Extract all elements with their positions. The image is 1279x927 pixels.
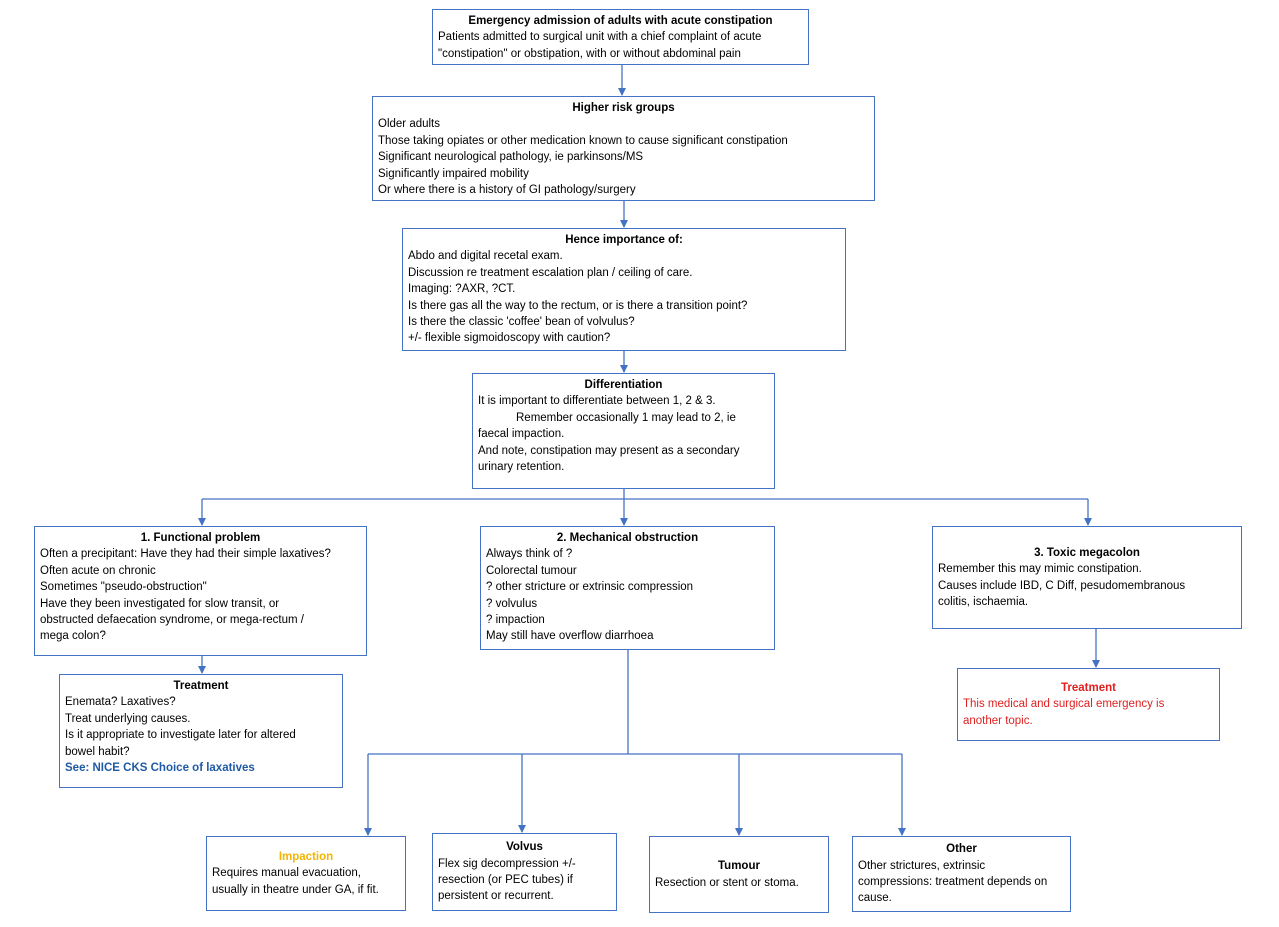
functional-problem-line: Often acute on chronic [40, 564, 156, 577]
mechanical-obstruction-line: May still have overflow diarrhoea [486, 630, 654, 643]
toxic-megacolon-box: 3. Toxic megacolon Remember this may mim… [932, 526, 1242, 629]
toxic-megacolon-line: Remember this may mimic constipation. [938, 563, 1142, 576]
mechanical-obstruction-line: Colorectal tumour [486, 564, 577, 577]
mechanical-obstruction-line: ? other stricture or extrinsic compressi… [486, 581, 694, 594]
other-box: Other Other strictures, extrinsic compre… [852, 836, 1071, 912]
differentiation-line: It is important to differentiate between… [478, 395, 716, 408]
risk-groups-title: Higher risk groups [572, 102, 675, 114]
functional-problem-line: mega colon? [40, 630, 106, 643]
volvulus-line: Flex sig decompression +/- [438, 857, 576, 870]
risk-groups-box: Higher risk groups Older adults Those ta… [372, 96, 875, 201]
functional-treatment-line: Enemata? Laxatives? [65, 696, 176, 709]
volvulus-line: persistent or recurrent. [438, 890, 554, 903]
importance-title: Hence importance of: [565, 234, 683, 246]
admission-line: Patients admitted to surgical unit with … [438, 31, 762, 44]
volvulus-line: resection (or PEC tubes) if [438, 874, 573, 886]
mechanical-obstruction-line: ? impaction [486, 614, 545, 627]
volvulus-box: Volvus Flex sig decompression +/- resect… [432, 833, 617, 911]
importance-line: Abdo and digital recetal exam. [408, 250, 563, 263]
toxic-treatment-line: This medical and surgical emergency is [963, 698, 1165, 711]
other-title: Other [946, 843, 977, 856]
differentiation-line: Remember occasionally 1 may lead to 2, i… [516, 411, 736, 424]
risk-groups-line: Significant neurological pathology, ie p… [378, 151, 644, 164]
toxic-treatment-box: Treatment This medical and surgical emer… [957, 668, 1220, 741]
functional-problem-line: obstructed defaecation syndrome, or mega… [40, 614, 304, 627]
functional-treatment-box: Treatment Enemata? Laxatives? Treat unde… [59, 674, 343, 788]
importance-line: Is there the classic 'coffee' bean of vo… [408, 316, 635, 329]
functional-treatment-line: bowel habit? [65, 745, 130, 758]
toxic-megacolon-line: colitis, ischaemia. [938, 595, 1029, 608]
functional-problem-title: 1. Functional problem [140, 532, 261, 544]
toxic-megacolon-line: Causes include IBD, C Diff, pesudomembra… [938, 579, 1186, 592]
differentiation-line: urinary retention. [478, 461, 565, 474]
mechanical-obstruction-box: 2. Mechanical obstruction Always think o… [480, 526, 775, 650]
nice-cks-laxatives-link[interactable]: See: NICE CKS Choice of laxatives [65, 762, 255, 775]
other-line: cause. [858, 892, 892, 905]
functional-problem-line: Often a precipitant: Have they had their… [40, 548, 331, 561]
mechanical-obstruction-title: 2. Mechanical obstruction [556, 532, 699, 544]
functional-problem-box: 1. Functional problem Often a precipitan… [34, 526, 367, 656]
differentiation-title: Differentiation [584, 379, 663, 391]
functional-treatment-line: Treat underlying causes. [65, 712, 191, 725]
toxic-treatment-line: another topic. [963, 714, 1033, 727]
functional-treatment-line: Is it appropriate to investigate later f… [65, 729, 296, 742]
other-line: compressions: treatment depends on [858, 876, 1048, 888]
tumour-title: Tumour [718, 860, 760, 873]
differentiation-line: And note, constipation may present as a … [478, 444, 740, 457]
impaction-line: usually in theatre under GA, if fit. [212, 883, 379, 896]
other-line: Other strictures, extrinsic [858, 859, 986, 872]
risk-groups-line: Significantly impaired mobility [378, 167, 529, 180]
mechanical-obstruction-line: ? volvulus [486, 597, 538, 610]
functional-problem-line: Sometimes "pseudo-obstruction" [40, 581, 207, 594]
impaction-line: Requires manual evacuation, [212, 867, 361, 880]
tumour-box: Tumour Resection or stent or stoma. [649, 836, 829, 913]
toxic-treatment-title: Treatment [1061, 681, 1116, 694]
risk-groups-line: Or where there is a history of GI pathol… [378, 184, 636, 197]
admission-title: Emergency admission of adults with acute… [468, 15, 773, 27]
differentiation-box: Differentiation It is important to diffe… [472, 373, 775, 489]
importance-line: Discussion re treatment escalation plan … [408, 266, 693, 279]
toxic-megacolon-title: 3. Toxic megacolon [1034, 546, 1140, 559]
admission-line: "constipation" or obstipation, with or w… [438, 47, 741, 60]
admission-box: Emergency admission of adults with acute… [432, 9, 809, 65]
importance-box: Hence importance of: Abdo and digital re… [402, 228, 846, 351]
mechanical-obstruction-line: Always think of ? [486, 548, 573, 561]
tumour-line: Resection or stent or stoma. [655, 876, 799, 889]
risk-groups-line: Older adults [378, 118, 441, 131]
impaction-box: Impaction Requires manual evacuation, us… [206, 836, 406, 911]
functional-problem-line: Have they been investigated for slow tra… [40, 597, 280, 610]
impaction-title: Impaction [278, 850, 334, 863]
differentiation-line: faecal impaction. [478, 428, 565, 441]
importance-line: +/- flexible sigmoidoscopy with caution? [408, 332, 611, 345]
functional-treatment-title: Treatment [173, 680, 229, 692]
risk-groups-line: Those taking opiates or other medication… [378, 134, 788, 147]
importance-line: Imaging: ?AXR, ?CT. [408, 283, 516, 296]
importance-line: Is there gas all the way to the rectum, … [408, 299, 748, 312]
volvulus-title: Volvus [506, 841, 543, 854]
